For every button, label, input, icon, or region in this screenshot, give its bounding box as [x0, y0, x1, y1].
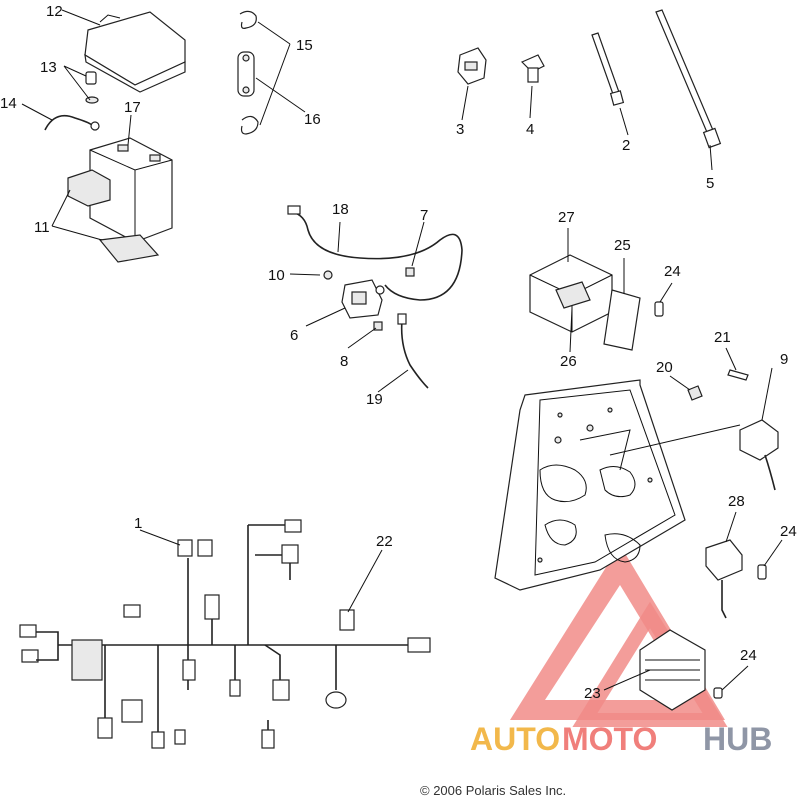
- copyright-notice: © 2006 Polaris Sales Inc.: [420, 783, 567, 798]
- callout-27: 27: [558, 209, 575, 226]
- callout-3: 3: [456, 121, 464, 138]
- part-6-solenoid: [341, 279, 385, 319]
- part-24-screw-top: [654, 301, 664, 317]
- part-19-cable: [397, 313, 429, 389]
- callout-20: 20: [656, 359, 673, 376]
- callout-13: 13: [40, 59, 57, 76]
- watermark-auto: AUTO: [470, 721, 560, 757]
- callout-21: 21: [714, 329, 731, 346]
- watermark-text: AUTO MOTO HUB: [470, 721, 772, 757]
- callout-10: 10: [268, 267, 285, 284]
- part-13-clip: [85, 71, 99, 104]
- mounting-panel: [494, 379, 686, 591]
- callout-2: 2: [622, 137, 630, 154]
- part-24-screw-bottom: [713, 687, 723, 699]
- part-9-ignition-switch: [739, 419, 779, 491]
- callout-9: 9: [780, 351, 788, 368]
- leader-lines: [21, 9, 783, 691]
- callout-15: 15: [296, 37, 313, 54]
- callout-16: 16: [304, 111, 321, 128]
- callout-18: 18: [332, 201, 349, 218]
- part-28-relay: [705, 539, 743, 619]
- callout-26: 26: [560, 353, 577, 370]
- part-20-nut: [687, 385, 703, 401]
- part-14-battery-cable: [44, 114, 100, 131]
- part-3-connector: [457, 47, 487, 85]
- part-10-bolt: [323, 270, 333, 280]
- part-1-wiring-harness: [19, 519, 431, 749]
- callout-25: 25: [614, 237, 631, 254]
- part-18-cable: [287, 205, 463, 301]
- callout-23: 23: [584, 685, 601, 702]
- callout-11: 11: [34, 219, 50, 236]
- callout-6: 6: [290, 327, 298, 344]
- callout-7: 7: [420, 207, 428, 224]
- part-17-battery: [89, 137, 173, 243]
- watermark-moto: MOTO: [562, 721, 657, 757]
- part-7-nut: [405, 267, 415, 277]
- callout-labels: 12 13 14 17 11 15 16 3 4 2 5 18 7 10 6 8…: [0, 3, 797, 702]
- part-11-battery-pad: [67, 169, 160, 263]
- part-25-bracket: [603, 289, 641, 351]
- callout-24-bottom: 24: [740, 647, 757, 664]
- callout-4: 4: [526, 121, 534, 138]
- part-23-regulator: [639, 629, 706, 711]
- part-12-battery-cover: [84, 11, 186, 93]
- callout-28: 28: [728, 493, 745, 510]
- part-26-label: [555, 281, 591, 309]
- part-24-screw-right: [757, 564, 767, 580]
- part-21-bolt: [727, 369, 749, 381]
- callout-24-right: 24: [780, 523, 797, 540]
- callout-5: 5: [706, 175, 714, 192]
- callout-22: 22: [376, 533, 393, 550]
- callout-1: 1: [134, 515, 142, 532]
- callout-24-top: 24: [664, 263, 681, 280]
- watermark-hub: HUB: [703, 721, 772, 757]
- part-5-cable-tie: [655, 9, 722, 149]
- part-16-strap: [237, 51, 255, 97]
- callout-19: 19: [366, 391, 383, 408]
- callout-17: 17: [124, 99, 141, 116]
- callout-14: 14: [0, 95, 17, 112]
- callout-8: 8: [340, 353, 348, 370]
- callout-12: 12: [46, 3, 63, 20]
- part-15-strap-clip: [239, 10, 259, 135]
- part-8-nut: [373, 321, 383, 331]
- part-4-switch: [520, 54, 545, 83]
- part-2-cable-tie: [591, 32, 625, 106]
